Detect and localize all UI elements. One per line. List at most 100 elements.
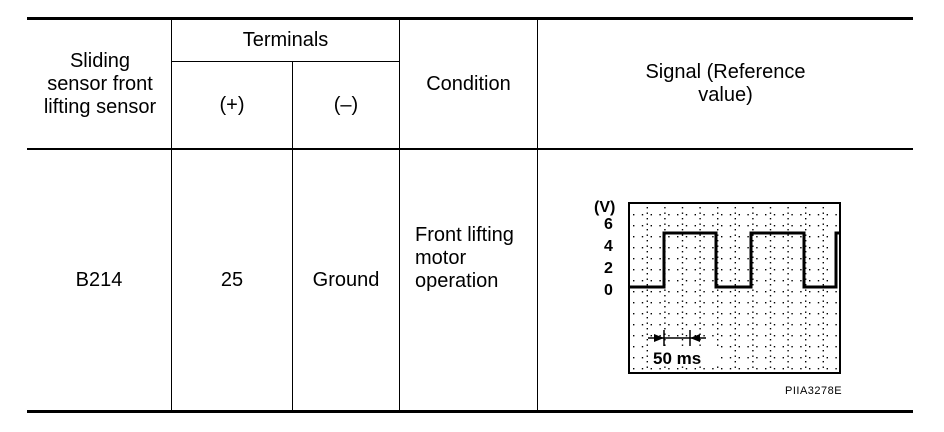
grid-dot — [738, 357, 740, 359]
grid-dot — [791, 269, 793, 271]
grid-dot — [664, 333, 666, 335]
grid-dot — [787, 328, 789, 330]
grid-dot — [787, 322, 789, 324]
grid-dot — [703, 291, 705, 293]
grid-dot — [787, 289, 789, 291]
grid-dot — [681, 234, 684, 236]
grid-dot — [685, 335, 688, 337]
grid-dot — [633, 225, 635, 227]
grid-dot — [791, 225, 793, 227]
signal-waveform-figure: (V) 6 4 2 0 50 ms PIIA3278E — [540, 150, 912, 412]
grid-dot — [787, 240, 789, 242]
grid-dot — [809, 225, 811, 227]
col-divider-1 — [171, 18, 172, 411]
grid-dot — [699, 240, 701, 242]
grid-dot — [729, 236, 732, 238]
grid-dot — [747, 236, 749, 238]
grid-dot — [717, 256, 719, 258]
grid-dot — [703, 313, 705, 315]
grid-dot — [800, 225, 802, 227]
grid-dot — [782, 291, 784, 293]
grid-dot — [826, 269, 828, 271]
grid-dot — [681, 322, 684, 324]
grid-dot — [756, 368, 758, 370]
grid-dot — [646, 240, 648, 242]
grid-dot — [787, 234, 789, 236]
grid-dot — [826, 236, 828, 238]
col-divider-4 — [537, 18, 538, 411]
grid-dot — [805, 306, 807, 308]
grid-dot — [817, 236, 820, 238]
grid-dot — [738, 280, 740, 282]
grid-dot — [817, 247, 820, 249]
grid-dot — [721, 335, 723, 337]
grid-dot — [769, 234, 772, 236]
grid-dot — [734, 229, 736, 231]
grid-dot — [734, 344, 736, 346]
grid-dot — [791, 236, 793, 238]
grid-dot — [747, 368, 749, 370]
grid-dot — [752, 218, 754, 220]
grid-dot — [817, 269, 820, 271]
grid-dot — [729, 357, 732, 359]
grid-dot — [712, 324, 714, 326]
grid-dot — [641, 236, 644, 238]
tick-6: 6 — [604, 216, 613, 233]
grid-dot — [738, 247, 740, 249]
grid-dot — [699, 267, 701, 269]
grid-dot — [765, 280, 767, 282]
grid-dot — [699, 306, 701, 308]
grid-dot — [782, 357, 784, 359]
grid-dot — [769, 333, 772, 335]
grid-dot — [633, 247, 635, 249]
grid-dot — [738, 313, 740, 315]
grid-dot — [769, 267, 772, 269]
grid-dot — [641, 302, 644, 304]
grid-dot — [633, 346, 635, 348]
tick-2: 2 — [604, 260, 613, 277]
grid-dot — [800, 357, 802, 359]
grid-dot — [717, 234, 719, 236]
grid-dot — [694, 313, 696, 315]
grid-dot — [769, 245, 772, 247]
grid-dot — [664, 218, 666, 220]
grid-dot — [782, 247, 784, 249]
grid-dot — [681, 344, 684, 346]
grid-dot — [752, 322, 754, 324]
grid-dot — [752, 339, 754, 341]
grid-dot — [805, 256, 807, 258]
grid-dot — [717, 278, 719, 280]
grid-dot — [681, 328, 684, 330]
grid-dot — [826, 346, 828, 348]
grid-dot — [664, 328, 666, 330]
grid-dot — [685, 236, 688, 238]
grid-dot — [664, 344, 666, 346]
table-bottom-rule — [27, 410, 913, 413]
grid-dot — [677, 269, 679, 271]
header-minus-label: (–) — [333, 93, 359, 116]
grid-dot — [668, 236, 670, 238]
grid-dot — [765, 313, 767, 315]
grid-dot — [677, 368, 679, 370]
grid-dot — [729, 291, 732, 293]
grid-dot — [738, 269, 740, 271]
grid-dot — [805, 355, 807, 357]
grid-dot — [668, 291, 670, 293]
grid-dot — [712, 335, 714, 337]
grid-dot — [712, 291, 714, 293]
grid-dot — [738, 324, 740, 326]
grid-dot — [747, 357, 749, 359]
grid-dot — [800, 214, 802, 216]
grid-dot — [699, 284, 701, 286]
grid-dot — [734, 322, 736, 324]
grid-dot — [694, 280, 696, 282]
grid-dot — [633, 313, 635, 315]
tick-4: 4 — [604, 238, 613, 255]
grid-dot — [650, 368, 652, 370]
grid-dot — [712, 247, 714, 249]
grid-dot — [800, 368, 802, 370]
grid-dot — [769, 344, 772, 346]
grid-dot — [668, 247, 670, 249]
grid-dot — [703, 302, 705, 304]
grid-dot — [664, 306, 666, 308]
